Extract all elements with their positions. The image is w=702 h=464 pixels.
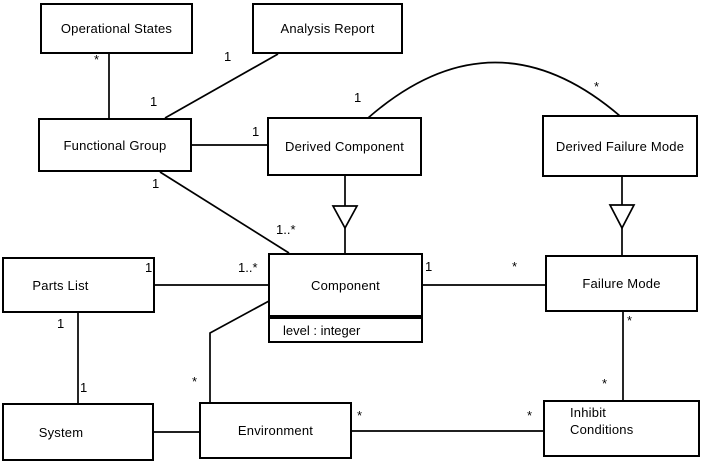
attribute-label: level : integer — [283, 322, 361, 338]
multiplicity-label: 1 — [80, 380, 88, 395]
assoc-component-environment — [209, 300, 270, 402]
class-component: Component — [268, 253, 423, 317]
class-environment: Environment — [199, 402, 352, 459]
class-name: Failure Mode — [582, 276, 661, 291]
class-name: System — [38, 424, 84, 440]
class-inhibit-conditions: Inhibit Conditions — [543, 400, 700, 457]
class-name: Component — [310, 277, 380, 293]
multiplicity-label: 1 — [224, 49, 232, 64]
multiplicity-label: * — [357, 408, 363, 423]
gen-triangle-icon — [331, 205, 359, 230]
class-system: System — [2, 403, 154, 461]
multiplicity-label: 1 — [354, 90, 362, 105]
multiplicity-label: 1 — [252, 124, 260, 139]
class-functional-group: Functional Group — [38, 118, 192, 172]
class-failure-mode: Failure Mode — [545, 255, 698, 312]
multiplicity-label: * — [94, 52, 100, 67]
multiplicity-label: 1 — [152, 176, 160, 191]
multiplicity-label: * — [602, 376, 608, 391]
assoc-derived-component-derived-failure-mode-arc — [367, 61, 621, 119]
class-name: Analysis Report — [280, 21, 375, 36]
multiplicity-label: * — [512, 259, 518, 274]
class-analysis-report: Analysis Report — [252, 3, 403, 54]
class-name: Derived Component — [284, 139, 405, 154]
multiplicity-label: * — [627, 313, 633, 328]
gen-triangle-icon — [608, 204, 636, 230]
class-parts-list: Parts List — [2, 257, 155, 313]
class-name: Operational States — [60, 21, 173, 36]
multiplicity-label: 1 — [57, 316, 65, 331]
multiplicity-label: 1..* — [276, 222, 296, 237]
multiplicity-label: 1 — [145, 260, 153, 275]
class-name: Inhibit Conditions — [570, 405, 634, 437]
multiplicity-label: 1 — [150, 94, 158, 109]
class-derived-component: Derived Component — [267, 117, 422, 176]
assoc-functional-group-component — [159, 171, 290, 254]
class-derived-failure-mode: Derived Failure Mode — [542, 115, 698, 177]
assoc-analysis-report-functional-group — [164, 53, 279, 119]
multiplicity-label: * — [594, 79, 600, 94]
class-operational-states: Operational States — [40, 3, 193, 54]
multiplicity-label: * — [527, 408, 533, 423]
class-name: Derived Failure Mode — [555, 138, 685, 154]
class-name: Environment — [237, 423, 314, 438]
class-name: Parts List — [32, 277, 89, 293]
multiplicity-label: 1 — [425, 259, 433, 274]
multiplicity-label: 1..* — [238, 260, 258, 275]
class-name: Functional Group — [63, 137, 167, 153]
multiplicity-label: * — [192, 374, 198, 389]
class-component-attributes: level : integer — [268, 317, 423, 343]
